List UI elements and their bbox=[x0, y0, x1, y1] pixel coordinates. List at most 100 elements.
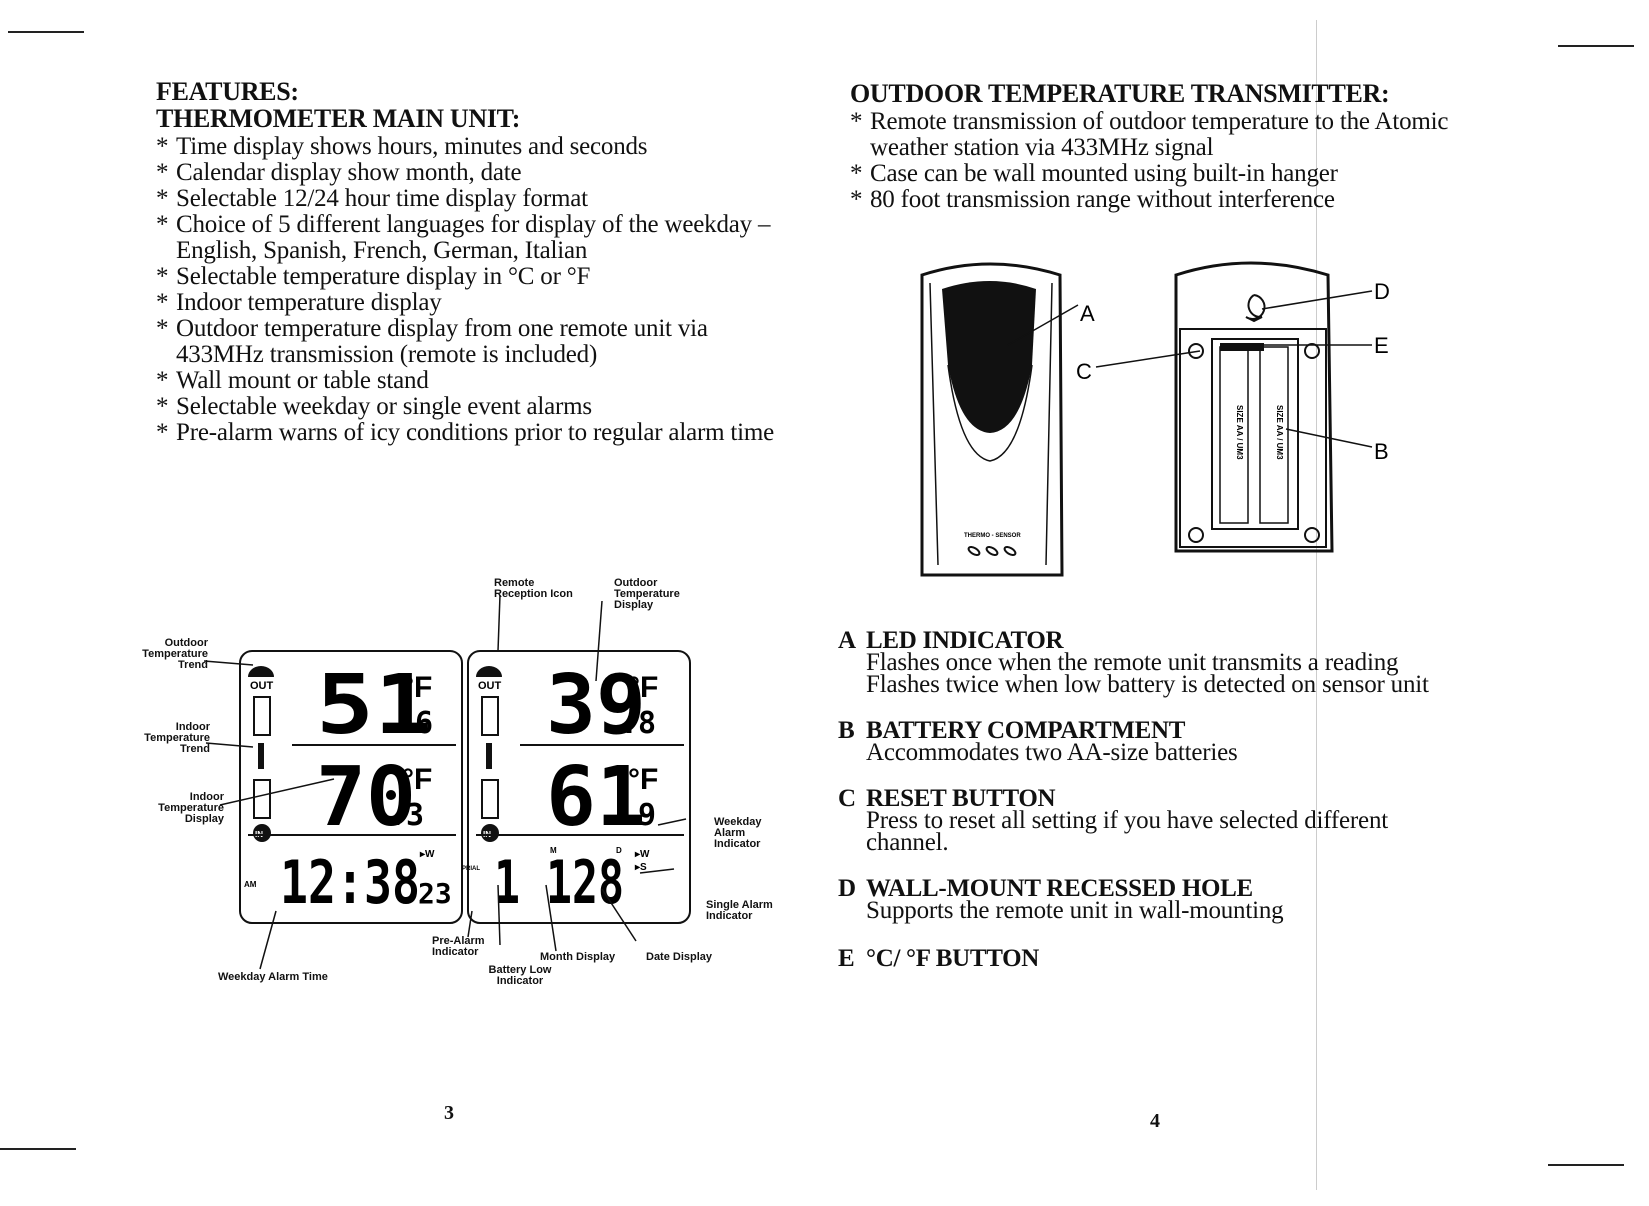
month-mark: M bbox=[550, 846, 557, 855]
list-item: *Choice of 5 different languages for dis… bbox=[156, 211, 771, 264]
fold-line bbox=[1316, 20, 1317, 1190]
callout-b: B bbox=[1374, 439, 1389, 464]
transmitter-back bbox=[1174, 261, 1334, 553]
callout-e: E bbox=[1374, 333, 1389, 358]
transmitter-section: OUTDOOR TEMPERATURE TRANSMITTER: *Remote… bbox=[850, 80, 1490, 213]
prial-label: PRIAL bbox=[462, 866, 480, 872]
corner-rule bbox=[8, 31, 84, 33]
reception-icon bbox=[476, 666, 502, 677]
page-number: 4 bbox=[1150, 1110, 1160, 1132]
screw-hole bbox=[1188, 343, 1204, 359]
label-remote-icon: Remote Reception Icon bbox=[494, 577, 573, 600]
indoor-unit: °F bbox=[628, 763, 658, 796]
outdoor-trend-box bbox=[481, 696, 499, 736]
features-section: FEATURES: THERMOMETER MAIN UNIT: *Time d… bbox=[156, 78, 816, 446]
transmitter-title: OUTDOOR TEMPERATURE TRANSMITTER: bbox=[850, 79, 1390, 108]
label-outdoor-trend: Outdoor Temperature Trend bbox=[142, 637, 208, 671]
indoor-trend-box bbox=[253, 779, 271, 819]
label-date-display: Date Display bbox=[646, 951, 713, 963]
label-outdoor-display: Outdoor Temperature Display bbox=[614, 577, 680, 611]
indoor-trend-box bbox=[481, 779, 499, 819]
battery-label: SIZE AA / UM3 bbox=[1235, 405, 1244, 460]
in-icon bbox=[481, 824, 499, 842]
label-battery-low: Battery Low Indicator bbox=[488, 964, 552, 987]
features-title: FEATURES: bbox=[156, 77, 299, 106]
transmitter-feature-list: *Remote transmission of outdoor temperat… bbox=[850, 109, 1490, 213]
out-label: OUT bbox=[250, 680, 274, 692]
time-display: 12:38 bbox=[280, 848, 420, 918]
screw-hole bbox=[1304, 343, 1320, 359]
led-window bbox=[942, 281, 1036, 433]
feature-list: *Time display shows hours, minutes and s… bbox=[156, 134, 816, 446]
hanger-hole bbox=[1245, 294, 1266, 323]
list-item: *Outdoor temperature display from one re… bbox=[156, 315, 708, 368]
indoor-temp-int: 61 bbox=[546, 750, 646, 845]
transmitter-front bbox=[920, 262, 1064, 577]
c-f-button bbox=[1220, 343, 1264, 351]
weekday-mark: ▸W bbox=[419, 849, 435, 860]
lcd-screen-right bbox=[467, 650, 691, 924]
indoor-temp-dec: .3 bbox=[388, 798, 424, 833]
indoor-temp-dec: .9 bbox=[620, 798, 656, 833]
label-indoor-display: Indoor Temperature Display bbox=[158, 791, 224, 825]
battery-compartment bbox=[1211, 338, 1299, 530]
screw-hole bbox=[1188, 527, 1204, 543]
lcd-screen-left bbox=[239, 650, 463, 924]
seconds-display: 23 bbox=[418, 877, 452, 910]
list-item: *Time display shows hours, minutes and s… bbox=[156, 133, 648, 160]
list-item: *Selectable weekday or single event alar… bbox=[156, 393, 592, 420]
callout-lines bbox=[203, 594, 687, 970]
screw-hole bbox=[1304, 527, 1320, 543]
am-label: AM bbox=[244, 880, 257, 889]
list-item: *Indoor temperature display bbox=[156, 289, 442, 316]
list-item: *Wall mount or table stand bbox=[156, 367, 429, 394]
outdoor-temp-dec: .8 bbox=[620, 706, 656, 741]
page-number: 3 bbox=[444, 1102, 454, 1124]
list-item: *Calendar display show month, date bbox=[156, 159, 522, 186]
outdoor-unit: °F bbox=[628, 671, 658, 704]
label-weekday-alarm-time: Weekday Alarm Time bbox=[218, 971, 328, 983]
sensor-label: THERMO - SENSOR bbox=[964, 533, 1021, 539]
label-indoor-trend: Indoor Temperature Trend bbox=[144, 721, 210, 755]
list-item: *80 foot transmission range without inte… bbox=[850, 186, 1335, 213]
out-label: OUT bbox=[478, 680, 502, 692]
outdoor-temp-dec: .6 bbox=[397, 706, 433, 741]
outdoor-trend-box bbox=[253, 696, 271, 736]
thermometer-icon bbox=[486, 743, 492, 769]
lcd-diagram: OUT IN 51 .6 °F 70 .3 °F AM 12:38 23 ▸W … bbox=[203, 594, 691, 970]
outdoor-unit: °F bbox=[402, 671, 432, 704]
label-weekday-alarm-indicator: Weekday Alarm Indicator bbox=[714, 816, 762, 850]
main-unit-title: THERMOMETER MAIN UNIT: bbox=[156, 104, 521, 133]
corner-rule bbox=[1558, 45, 1634, 47]
list-item: *Selectable 12/24 hour time display form… bbox=[156, 185, 588, 212]
outdoor-temp-int: 51 bbox=[316, 658, 432, 753]
list-item: *Pre-alarm warns of icy conditions prior… bbox=[156, 419, 775, 446]
transmitter-diagram: THERMO - SENSOR SIZE AA / UM3 SIZE AA / … bbox=[920, 261, 1390, 577]
list-item: *Selectable temperature display in °C or… bbox=[156, 263, 591, 290]
list-item: *Case can be wall mounted using built-in… bbox=[850, 160, 1338, 187]
item-c-f-button: E°C/ °F BUTTON bbox=[838, 945, 1040, 972]
callout-d: D bbox=[1374, 279, 1390, 304]
single-alarm-mark: ▸S bbox=[634, 862, 647, 873]
thermometer-icon bbox=[258, 743, 264, 769]
list-item: *Remote transmission of outdoor temperat… bbox=[850, 108, 1449, 161]
corner-rule bbox=[1548, 1164, 1624, 1166]
indoor-unit: °F bbox=[402, 763, 432, 796]
vent-marks bbox=[967, 546, 1017, 556]
callout-c: C bbox=[1076, 359, 1092, 384]
in-icon bbox=[253, 824, 271, 842]
label-pre-alarm-indicator: Pre-Alarm Indicator bbox=[432, 935, 485, 958]
day-mark: D bbox=[616, 846, 622, 855]
indoor-temp-int: 70 bbox=[316, 750, 416, 845]
callout-lines bbox=[1007, 290, 1373, 448]
corner-rule bbox=[0, 1148, 76, 1150]
weekday-alarm-mark: ▸W bbox=[634, 849, 650, 860]
battery-label: SIZE AA / UM3 bbox=[1275, 405, 1284, 460]
date-display: 1 128 bbox=[494, 848, 624, 918]
label-single-alarm-indicator: Single Alarm Indicator bbox=[706, 899, 773, 922]
reception-icon bbox=[248, 666, 274, 677]
